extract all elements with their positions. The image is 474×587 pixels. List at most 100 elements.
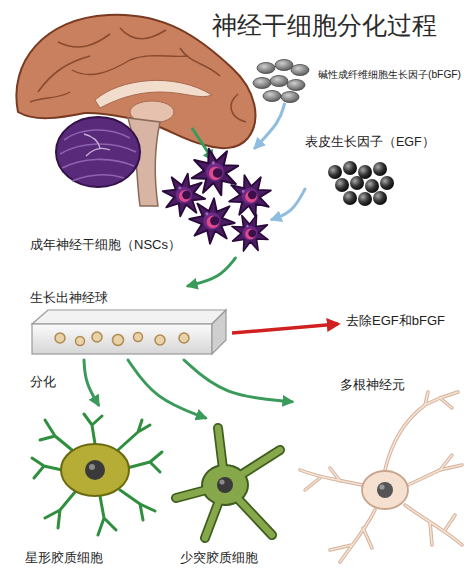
neuron-drawing: [300, 392, 462, 562]
bfgf-molecules: [270, 76, 288, 87]
neurosphere-dish: 生长出神经球: [28, 286, 228, 360]
astrocyte-drawing: [61, 444, 129, 496]
brain-illustration: [16, 15, 255, 206]
oligodendrocyte-drawing: [217, 477, 233, 493]
cerebellum: [62, 159, 134, 168]
oligodendrocyte-drawing: [176, 428, 280, 538]
egf-molecules: [328, 165, 342, 179]
stem-cells: [224, 170, 277, 223]
bfgf-molecules: [281, 92, 299, 103]
culture-dish: [134, 333, 143, 342]
neuron-drawing: [385, 392, 458, 470]
egf-molecules: [350, 176, 364, 190]
neuron-drawing: [408, 455, 462, 485]
flow-arrow: [84, 360, 99, 405]
node-label: 多根神经元: [340, 377, 405, 393]
neuron-cell: 多根神经元: [292, 372, 468, 570]
egf-molecules: [343, 191, 357, 205]
brain-illustration: [58, 34, 110, 47]
egf-molecules: [365, 179, 379, 193]
neuron-drawing: [300, 392, 462, 562]
culture-dish: [113, 335, 124, 346]
neuron-drawing: [405, 505, 462, 545]
stem-cells: [182, 139, 248, 205]
brain-illustration: [180, 48, 220, 76]
diagram-title: 神经干细胞分化过程: [212, 10, 437, 40]
culture-dish: [32, 310, 226, 354]
astrocyte-drawing: [40, 420, 72, 450]
node-label: 碱性成纤维细胞生长因子(bFGF): [318, 69, 461, 82]
astrocyte-drawing: [32, 414, 162, 535]
node-label: 成年神经干细胞（NSCs）: [30, 237, 181, 253]
bfgf-molecules: [263, 91, 281, 102]
egf-molecules: [328, 161, 394, 206]
cerebellum: [64, 130, 130, 140]
astrocyte-cell: 星形胶质细胞: [25, 405, 172, 570]
stem-cell-node: 成年神经干细胞（NSCs）: [28, 148, 272, 258]
neuron-drawing: [405, 505, 462, 545]
egf-molecules: [380, 176, 394, 190]
flow-arrow: [184, 360, 292, 402]
bfgf-molecules: [287, 80, 305, 91]
bfgf-molecules: [253, 78, 271, 89]
node-label: 少突胶质细胞: [180, 550, 258, 566]
node-label: 生长出神经球: [30, 290, 108, 306]
removal-arrow: [232, 324, 338, 333]
neuron-drawing: [379, 484, 384, 489]
cerebellum: [84, 134, 110, 156]
astrocyte-drawing: [120, 490, 155, 520]
flow-arrow: [255, 104, 284, 148]
neuron-drawing: [330, 510, 375, 562]
growth-factor-node: 表皮生长因子（EGF）: [305, 132, 455, 208]
brain-illustration: [120, 28, 166, 39]
neuron-drawing: [385, 392, 458, 470]
neuron-drawing: [377, 482, 393, 498]
flow-arrow: [188, 258, 235, 286]
astrocyte-drawing: [118, 420, 150, 450]
astrocyte-drawing: [85, 460, 105, 480]
neuron-drawing: [362, 471, 408, 509]
astrocyte-drawing: [89, 464, 95, 470]
cerebellum: [56, 117, 140, 187]
stem-cells: [225, 208, 274, 257]
culture-dish: [32, 310, 226, 324]
flow-arrow: [272, 189, 305, 220]
culture-dish: [179, 333, 189, 343]
culture-dish: [55, 333, 65, 343]
brain-illustration: [231, 94, 246, 122]
oligodendrocyte-drawing: [176, 428, 280, 538]
neuron-drawing: [300, 392, 462, 562]
bfgf-molecules: [257, 63, 275, 74]
culture-dish: [155, 335, 165, 345]
cerebellum: [72, 175, 124, 181]
neuron-drawing: [300, 468, 362, 490]
oligodendrocyte-drawing: [176, 428, 280, 538]
node-label: 表皮生长因子（EGF）: [305, 135, 435, 151]
egf-molecules: [358, 192, 372, 206]
astrocyte-drawing: [98, 496, 116, 535]
brain-illustration: [72, 56, 188, 75]
culture-dish: [92, 332, 102, 342]
stem-cells: [187, 196, 236, 245]
neuron-drawing: [330, 510, 375, 562]
culture-dish: [32, 324, 212, 354]
node-label: 星形胶质细胞: [25, 550, 103, 566]
culture-dish: [212, 310, 226, 354]
neuron-drawing: [300, 468, 362, 490]
culture-dish: [76, 337, 85, 346]
annotation-label: 分化: [30, 374, 56, 390]
oligodendrocyte-drawing: [176, 428, 280, 538]
oligodendrocyte-drawing: [203, 466, 247, 504]
annotation-label: 去除EGF和bFGF: [346, 313, 445, 329]
bfgf-molecules: [275, 60, 293, 71]
oligodendrocyte-cell: 少突胶质细胞: [160, 418, 290, 570]
bfgf-molecules: [291, 65, 309, 76]
egf-molecules: [373, 191, 387, 205]
egf-molecules: [343, 161, 357, 175]
astrocyte-drawing: [84, 414, 102, 444]
astrocyte-drawing: [32, 414, 162, 535]
brain-illustration: [30, 92, 70, 102]
astrocyte-drawing: [45, 492, 75, 528]
oligodendrocyte-drawing: [219, 479, 224, 484]
